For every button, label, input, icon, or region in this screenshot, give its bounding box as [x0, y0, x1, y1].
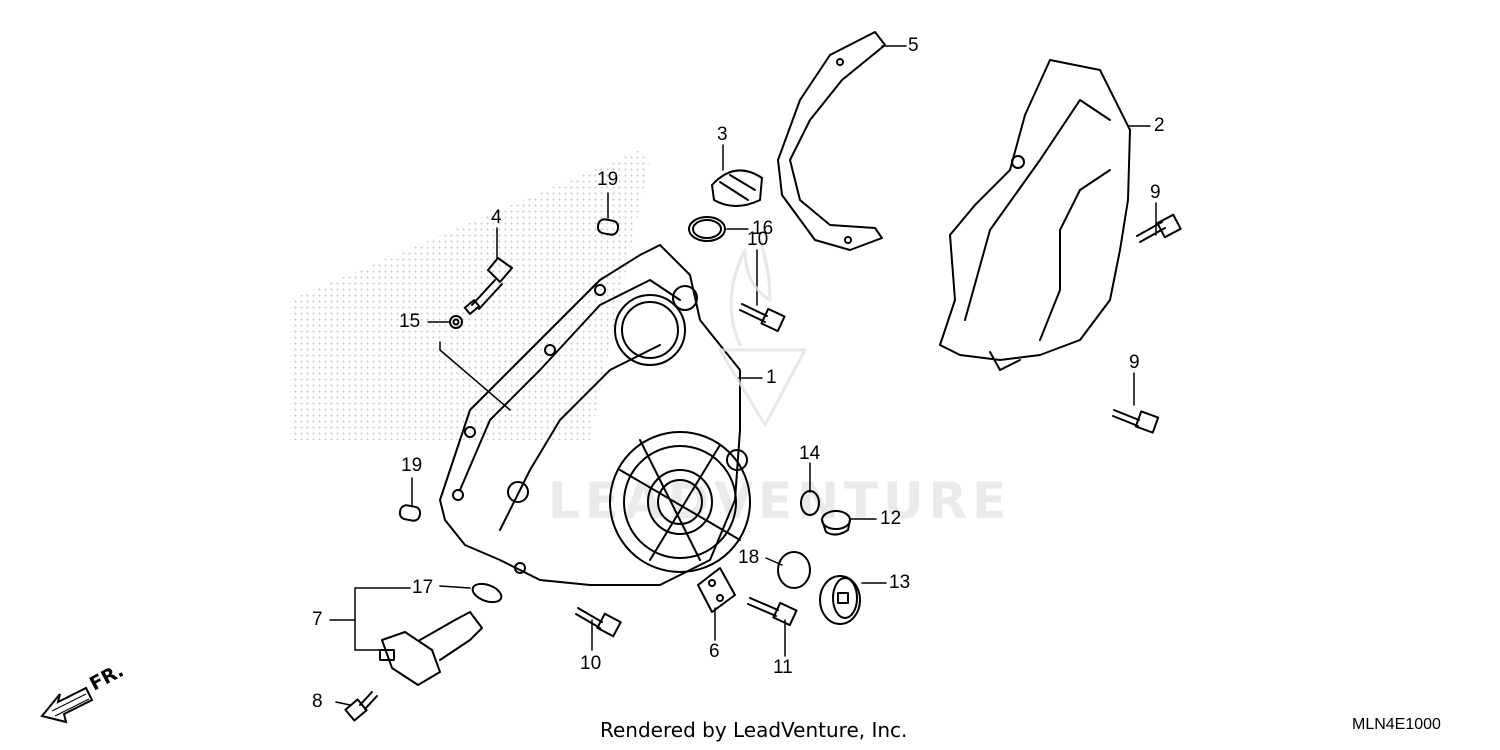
part-12-plug — [821, 510, 851, 536]
watermark-logo — [718, 238, 807, 427]
callout-7: 7 — [312, 609, 323, 630]
part-2-sprocket-cover — [939, 59, 1131, 371]
callout-3: 3 — [717, 124, 728, 145]
callout-6: 6 — [709, 641, 720, 662]
callout-17: 17 — [412, 577, 434, 598]
dotted-background — [290, 150, 650, 440]
callout-14: 14 — [799, 443, 821, 464]
front-direction-arrow-icon — [40, 686, 94, 724]
callout-10-lower: 10 — [580, 653, 602, 674]
part-13-cap — [819, 575, 861, 625]
callout-9-lower: 9 — [1129, 352, 1140, 373]
callout-2: 2 — [1154, 115, 1165, 136]
part-9-bolt-upper — [1136, 213, 1182, 243]
callout-1: 1 — [766, 367, 777, 388]
part-17-o-ring — [471, 582, 503, 604]
callout-11: 11 — [773, 657, 793, 678]
part-14-o-ring — [800, 490, 820, 516]
part-9-bolt-lower — [1112, 409, 1160, 434]
part-16-o-ring — [688, 216, 726, 242]
callout-19-top: 19 — [597, 169, 619, 190]
callout-10-upper: 10 — [747, 229, 769, 250]
part-19-dowel-pin-top — [596, 218, 620, 236]
callout-8: 8 — [312, 691, 323, 712]
part-11-bolt — [747, 597, 798, 627]
callout-16: 16 — [752, 218, 774, 239]
callout-5: 5 — [908, 35, 919, 56]
part-10-bolt-lower — [575, 607, 622, 638]
part-8-bolt — [344, 691, 378, 722]
part-7-sensor — [379, 611, 483, 686]
callout-18: 18 — [738, 547, 760, 568]
callout-12: 12 — [880, 508, 902, 529]
leader-lines — [329, 45, 1157, 706]
part-3-oil-filler-cap — [711, 169, 763, 207]
part-19-dowel-pin-bottom — [398, 504, 422, 522]
callout-15: 15 — [399, 311, 421, 332]
part-6-plate — [697, 567, 736, 613]
callout-9-upper: 9 — [1150, 182, 1161, 203]
part-18-o-ring — [777, 551, 811, 589]
render-credit: Rendered by LeadVenture, Inc. — [600, 718, 908, 742]
drawing-code: MLN4E1000 — [1352, 716, 1441, 733]
part-5-gasket — [777, 31, 886, 251]
part-4-plug — [463, 257, 513, 315]
callout-19-bottom: 19 — [401, 455, 423, 476]
callout-13: 13 — [889, 572, 911, 593]
callout-4: 4 — [491, 207, 502, 228]
part-1-crankcase-cover — [439, 244, 751, 586]
part-10-bolt-upper — [739, 303, 786, 333]
